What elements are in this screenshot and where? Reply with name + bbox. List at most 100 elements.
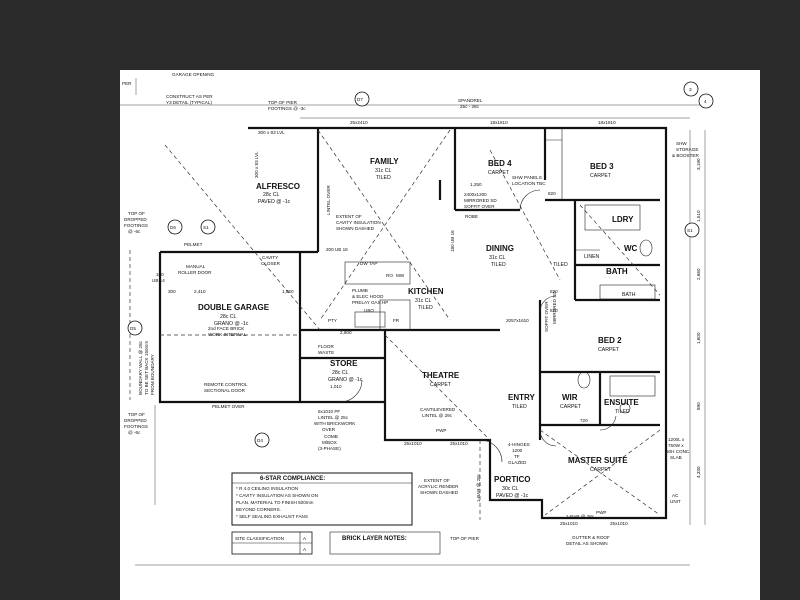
note-pelmet: PELMET — [184, 242, 203, 247]
note-lintel-brick-3: WITH BRICKWORK — [314, 421, 356, 426]
room-entry-finish: TILED — [512, 404, 527, 410]
note-remote-2: SECTIONAL DOOR — [204, 388, 246, 393]
dim-right-4: 1,600 — [696, 332, 701, 344]
note-lintel-brick-4: OVER — [322, 427, 336, 432]
dim-820-b: 820 — [550, 289, 558, 294]
note-gutter: GUTTER & ROOF — [572, 535, 610, 540]
room-theatre-name: THEATRE — [422, 371, 460, 380]
dim-1250: 1,250 — [470, 182, 482, 187]
dim-2057: 2057x1610 — [506, 318, 529, 323]
note-top-pier-bottom: TOP OF PIER — [450, 536, 480, 541]
note-concrete-3: 50H CONC. — [666, 449, 691, 454]
room-kitchen-finish: TILED — [418, 305, 433, 311]
dim-820-c: 820 — [550, 308, 558, 313]
note-concrete-2: 750W x — [668, 443, 684, 448]
room-store-ceiling: 28c CL — [332, 370, 349, 376]
room-family-ceiling: 31c CL — [375, 168, 392, 174]
room-bed2-finish: CARPET — [598, 347, 620, 353]
note-shw-panels-2: LOCATION TBC — [512, 181, 546, 186]
note-pwp: PWP — [436, 428, 446, 433]
note-lintel-brick: 6x1010 PF — [318, 409, 340, 414]
dim-2410: 2,410 — [194, 289, 206, 294]
dashed-extents — [129, 129, 661, 520]
note-top-dropped-a: TOP OF — [128, 211, 145, 216]
note-ub200: 200 UB 18 — [326, 247, 348, 252]
room-alfresco-ceiling: 28c CL — [263, 192, 280, 198]
note-floor-waste-2: WASTE — [318, 350, 334, 355]
dim-1010: 1,010 — [330, 384, 342, 389]
marker-d6: D6 — [170, 225, 176, 230]
note-remote: REMOTE CONTROL — [204, 382, 248, 387]
note-gutter-2: DETAIL AS SHOWN — [566, 541, 608, 546]
room-dining-name: DINING — [486, 244, 514, 253]
note-extent-cavity-2: CAVITY INSULATION — [336, 220, 381, 225]
bathroom-fixtures — [577, 204, 656, 414]
room-ldry-name: LDRY — [612, 215, 634, 224]
compliance-item-2: * CAVITY INSULATION AS SHOWN ON — [236, 493, 318, 498]
note-mirrored-bed2: MIRRORED SD — [552, 291, 557, 324]
room-wir-finish: CARPET — [560, 404, 582, 410]
note-construct-2: Y3 DETAIL (TYPICAL) — [166, 100, 212, 105]
room-alfresco-finish: PAVED @ -1c — [258, 199, 291, 205]
note-lvl: 300 x 83 LVL — [258, 130, 285, 135]
note-cavity-closer-2: CLOSER — [261, 261, 281, 266]
room-wc-name: WC — [624, 244, 638, 253]
note-plumb-3: PRELAY GAS HP — [352, 300, 388, 305]
room-bed2-name: BED 2 — [598, 336, 622, 345]
note-comb: COMB — [324, 434, 338, 439]
note-comb-2: M/BOX — [322, 440, 337, 445]
compliance-item-5: * SELF SEALING EXHAUST FANS — [236, 514, 308, 519]
dim-bottom-3: 25x1010 — [560, 521, 578, 526]
note-hinges-3: TF — [514, 454, 520, 459]
room-kitchen-name: KITCHEN — [408, 287, 444, 296]
note-hinges-2: 1200 — [512, 448, 523, 453]
note-floor-waste: FLOOR — [318, 344, 335, 349]
note-ac-2: UNIT — [670, 499, 681, 504]
note-pty: PTY — [328, 318, 337, 323]
dim-top-2: 18x1810 — [490, 120, 508, 125]
marker-s1-right: S1 — [687, 228, 693, 233]
note-extent-cavity-3: SHOWN DASHED — [336, 226, 375, 231]
tiled-label-laundry: TILED — [553, 262, 568, 268]
footer-row2: A — [303, 547, 307, 552]
compliance-box — [231, 472, 413, 526]
marker-d4: D4 — [257, 438, 263, 443]
note-mirrored: 2400x1200 — [464, 192, 487, 197]
note-lintel-brick-2: LINTEL @ 25c — [318, 415, 349, 420]
room-portico-ceiling: 30c CL — [502, 486, 519, 492]
dim-right-3: 2,660 — [696, 268, 701, 280]
marker-3: 3 — [689, 87, 692, 92]
room-bed3-finish: CARPET — [590, 173, 612, 179]
room-bed3-name: BED 3 — [590, 162, 614, 171]
room-store-name: STORE — [330, 359, 358, 368]
marker-d5: D5 — [130, 326, 136, 331]
note-top-dropped-f: DROPPED — [124, 418, 147, 423]
room-wir-name: WIR — [562, 393, 578, 402]
note-bar-left: 1-BAR @ 28c — [476, 473, 481, 502]
dim-top-1: 25x2410 — [350, 120, 368, 125]
marker-4: 4 — [704, 99, 707, 104]
room-garage-finish: GRANO @ -1c — [214, 321, 249, 327]
room-dining-ceiling: 31c CL — [489, 255, 506, 261]
internal-walls — [300, 128, 660, 440]
room-bed4-finish: CARPET — [488, 170, 510, 176]
door-swings — [339, 189, 617, 463]
note-top-dropped-e: TOP OF — [128, 412, 145, 417]
dim-1050: 1,050 — [282, 289, 294, 294]
dim-ub14: UB 14 — [152, 278, 165, 283]
dim-right-2: 1,510 — [696, 210, 701, 222]
room-alfresco-name: ALFRESCO — [256, 182, 300, 191]
footer-brick-notes: BRICK LAYER NOTES: — [342, 536, 407, 542]
dim-right-5: 890 — [696, 402, 701, 410]
note-cavity-closer: CAVITY — [262, 255, 278, 260]
room-portico-name: PORTICO — [494, 475, 530, 484]
room-ensuite-name: ENSUITE — [604, 398, 639, 407]
room-master-name: MASTER SUITE — [568, 456, 628, 465]
room-garage-name: DOUBLE GARAGE — [198, 303, 270, 312]
room-master-finish: CARPET — [590, 467, 612, 473]
compliance-title: 6-STAR COMPLIANCE: — [260, 476, 325, 482]
note-hinges: 4-HINGES — [508, 442, 530, 447]
note-top-dropped-d: @ -6c — [128, 229, 141, 234]
note-cantilevered: CANTILEVERED — [420, 407, 456, 412]
kitchen-bench — [344, 261, 411, 331]
